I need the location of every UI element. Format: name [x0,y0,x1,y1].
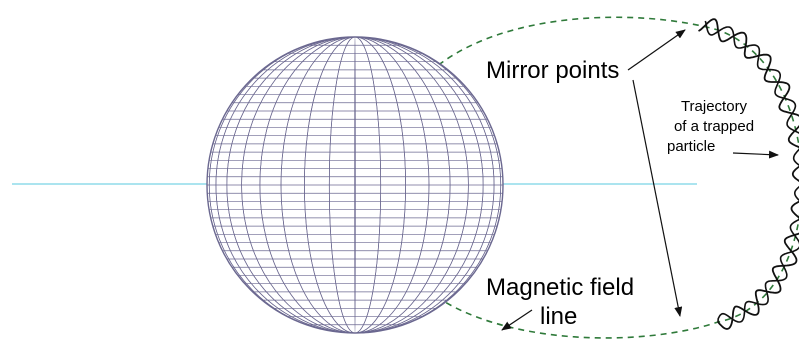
trajectory-label-line-1: Trajectory [659,97,769,117]
trajectory-label-line-3: particle [659,137,769,157]
magnetic-field-label-line-1: Magnetic field [486,274,634,302]
mirror-points-label: Mirror points [486,57,619,85]
globe [207,37,503,333]
arrow-to-top-mirror-point [628,30,685,70]
particle-trajectory-strand-a [699,19,799,329]
arrow-to-field-line [502,310,532,330]
trajectory-label: Trajectory of a trapped particle [659,97,769,157]
particle-trajectory-strand-b [705,21,799,322]
magnetic-field-label-line-2: line [540,303,577,331]
trajectory-label-line-2: of a trapped [659,117,769,137]
